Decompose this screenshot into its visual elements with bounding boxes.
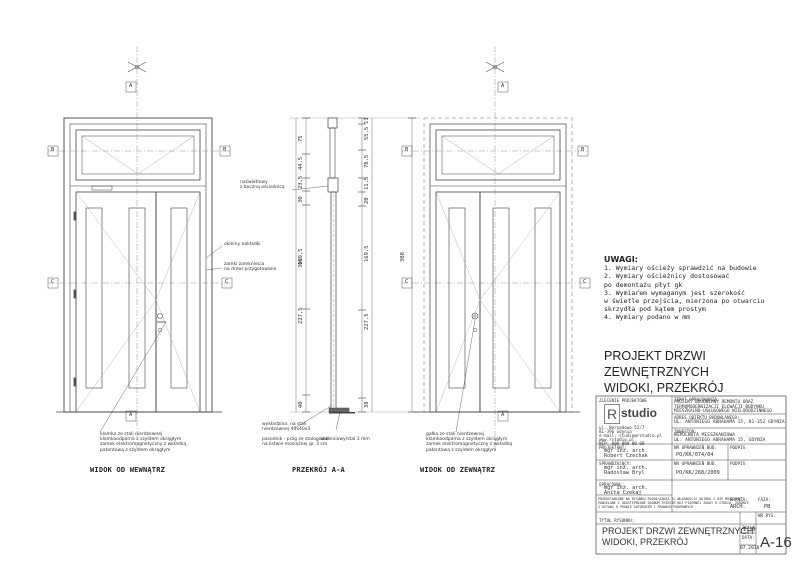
dimension-label: 227,5 — [298, 307, 304, 324]
annotation-section-2: pasodnik - próg ze stalogranit na listwi… — [262, 437, 330, 448]
section-mark-b-right-outer: B — [581, 147, 585, 153]
dimension-label: 11 — [364, 117, 370, 124]
dimension-label: 20 — [364, 197, 370, 204]
dimension-label: 169,5 — [298, 248, 304, 265]
tb-checker-label: SPRAWDZAJĄCY: — [599, 461, 632, 466]
note-line: skrzydła pod kątem prostym — [604, 305, 706, 314]
annotation-nakladki: okleiny nakładki — [224, 242, 261, 247]
tb-investor: WSPÓLNOTA MIESZKANIOWA UL. ANTONIEGO ABR… — [674, 433, 766, 443]
section-mark-b-right-inner: B — [223, 147, 227, 153]
annotation-zamek: zamki zamkniecia na drzwi przygotowane — [224, 262, 277, 273]
logo-text: studio — [621, 406, 657, 420]
tb-designer-perm: PO/KK/074/04 — [676, 452, 714, 458]
annotation-section-3: aluminiowy/stal 3 mm — [320, 437, 370, 442]
section-mark-c-right-inner: C — [225, 279, 229, 285]
dimension-label: 78,5 — [364, 154, 370, 168]
section-mark-a-top-outer: A — [501, 83, 505, 89]
tb-date: 07.2018 — [740, 546, 760, 551]
tb-phase-label: FAZA: — [758, 497, 771, 502]
tb-scale: 1:20 — [743, 527, 756, 533]
tb-date-label: DATA: — [742, 535, 755, 540]
section-mark-c-left-outer: C — [405, 279, 409, 285]
note-line: 3. Wymiarem wymaganym jest szerokość — [604, 288, 745, 297]
tb-checker-perm: PO/KK/268/2009 — [676, 470, 720, 476]
tb-firm-line: NIP: 000 000 00 00 — [599, 441, 645, 446]
dimension-label: 55,5 — [364, 126, 370, 140]
dimension-label: 38 — [364, 401, 370, 408]
inner-door-view — [47, 46, 233, 450]
tb-designer-perm-label: NR UPRAWNIEŃ BUD. — [674, 445, 717, 450]
annotation-outer-hardware: gałka ze stali nierdzewnej klamkoodporna… — [426, 432, 513, 453]
outer-height-dimension: 308 — [400, 252, 406, 262]
project-title-line2: WIDOKI, PRZEKRÓJ — [604, 381, 724, 395]
tb-firm-label: ZLECENIE PROJEKTOWE — [599, 398, 647, 403]
tb-sign-label: PODPIS — [730, 445, 746, 450]
section-mark-c-right-outer: C — [583, 279, 587, 285]
note-line: 1. Wymiary ościeży sprawdzić na budowie — [604, 264, 757, 273]
annotation-inner-hardware: klamka ze stali nierdzewnej klamkoodporn… — [100, 432, 187, 453]
tb-firm-line: e-mail: studio@rstudio.pl — [599, 433, 663, 438]
tb-address-label: ADRES OBIEKTU BUDOWLANEGO: — [674, 415, 740, 420]
tb-sheet-title: PROJEKT DRZWI ZEWNĘTRZNYCH WIDOKI, PRZEK… — [602, 526, 754, 547]
note-line: 2. Wymiary ościeżnicy dostosować — [604, 272, 730, 281]
tb-address: UL. ANTONIEGO ABRAHAMA 15, 81-352 GDYNIA — [674, 420, 785, 425]
tb-checker-sign-label: PODPIS — [730, 461, 746, 466]
section-mark-c-left-inner: C — [51, 279, 55, 285]
dimension-label: 23,5 — [298, 175, 304, 189]
project-title-line1: PROJEKT DRZWI ZEWNĘTRZNYCH — [604, 349, 709, 379]
note-line: w świetle przejścia, mierzona po otwarci… — [604, 297, 765, 306]
tb-designer-label: PROJEKTANT: — [599, 445, 627, 450]
section-mark-b-left-inner: B — [51, 147, 55, 153]
note-line: 4. Wymiary podano w mm — [604, 313, 691, 322]
studio-logo: R studio — [604, 404, 664, 424]
logo-r-mark: R — [604, 404, 620, 424]
tb-number: A-16 — [760, 534, 792, 551]
caption-outer-view: WIDOK OD ZEWNĄTRZ — [420, 466, 496, 474]
annotation-section-1: wykładzina: na stali nierdzewnej 40x40x3 — [262, 422, 311, 433]
tb-drawn: mgr inż. arch. Anita Czekaj — [604, 485, 648, 496]
tb-firm-line: ul. Bernadowo 52/7 — [599, 425, 645, 430]
tb-designer: mgr inż. arch. Robert Czechak — [604, 448, 648, 459]
tb-checker-perm-label: NR UPRAWNIEŃ BUD. — [674, 461, 717, 466]
tb-sheet-title-label: TYTUŁ RYSUNKU: — [599, 518, 635, 523]
outer-door-view — [401, 46, 591, 450]
section-a-a — [290, 117, 420, 431]
dimension-label: 169,5 — [364, 245, 370, 262]
caption-inner-view: WIDOK OD WEWNĄTRZ — [90, 466, 166, 474]
tb-subject-label: TEMAT OPRACOWANIA: — [674, 397, 720, 402]
project-title: PROJEKT DRZWI ZEWNĘTRZNYCH WIDOKI, PRZEK… — [604, 348, 800, 396]
dimension-label: 11,5 — [364, 176, 370, 190]
dimension-label: 227,5 — [364, 313, 370, 330]
annotation-listwa: naświetlowy z boczną ościeżnicą — [240, 180, 285, 191]
section-mark-b-left-outer: B — [405, 147, 409, 153]
caption-section: PRZEKRÓJ A-A — [292, 466, 345, 474]
notes-heading: UWAGI: — [604, 255, 638, 264]
tb-copyright: PRZEDSTAWIONE NA RYSUNKU ROZWIĄZANIA SĄ … — [598, 497, 749, 509]
tb-scale-label: SKALA: — [742, 525, 758, 530]
tb-checker: mgr inż. arch. Radosław Bryl — [604, 465, 648, 476]
section-mark-a-bottom-inner: A — [129, 412, 133, 418]
section-mark-a-bottom-outer: A — [501, 412, 505, 418]
section-mark-a-top-inner: A — [129, 83, 133, 89]
tb-subject: PROJEKT BUDOWLANY REMONTU ORAZ TERMOMODE… — [674, 400, 772, 415]
notes-block: UWAGI: 1. Wymiary ościeży sprawdzić na b… — [604, 255, 765, 322]
tb-investor-label: INWESTOR: — [674, 429, 697, 434]
title-block-grid — [595, 395, 787, 555]
tb-firm-line: 81-396 Gdynia — [599, 429, 632, 434]
tb-phase: PB — [764, 504, 771, 510]
dimension-label: 40 — [298, 401, 304, 408]
note-line: po demontażu płyt gk — [604, 280, 683, 289]
tb-number-label: NR RYS. — [758, 513, 776, 518]
dimension-label: 75 — [298, 135, 304, 142]
tb-drawn-label: OPRACOWAŁ: — [599, 482, 625, 487]
dimension-label: 30 — [298, 196, 304, 203]
tb-branch-label: BRANŻA: — [730, 497, 748, 502]
dimension-label: 44,5 — [298, 156, 304, 170]
tb-branch: ARCH. — [730, 504, 746, 510]
tb-firm-line: www.rstudio.pl — [599, 437, 635, 442]
